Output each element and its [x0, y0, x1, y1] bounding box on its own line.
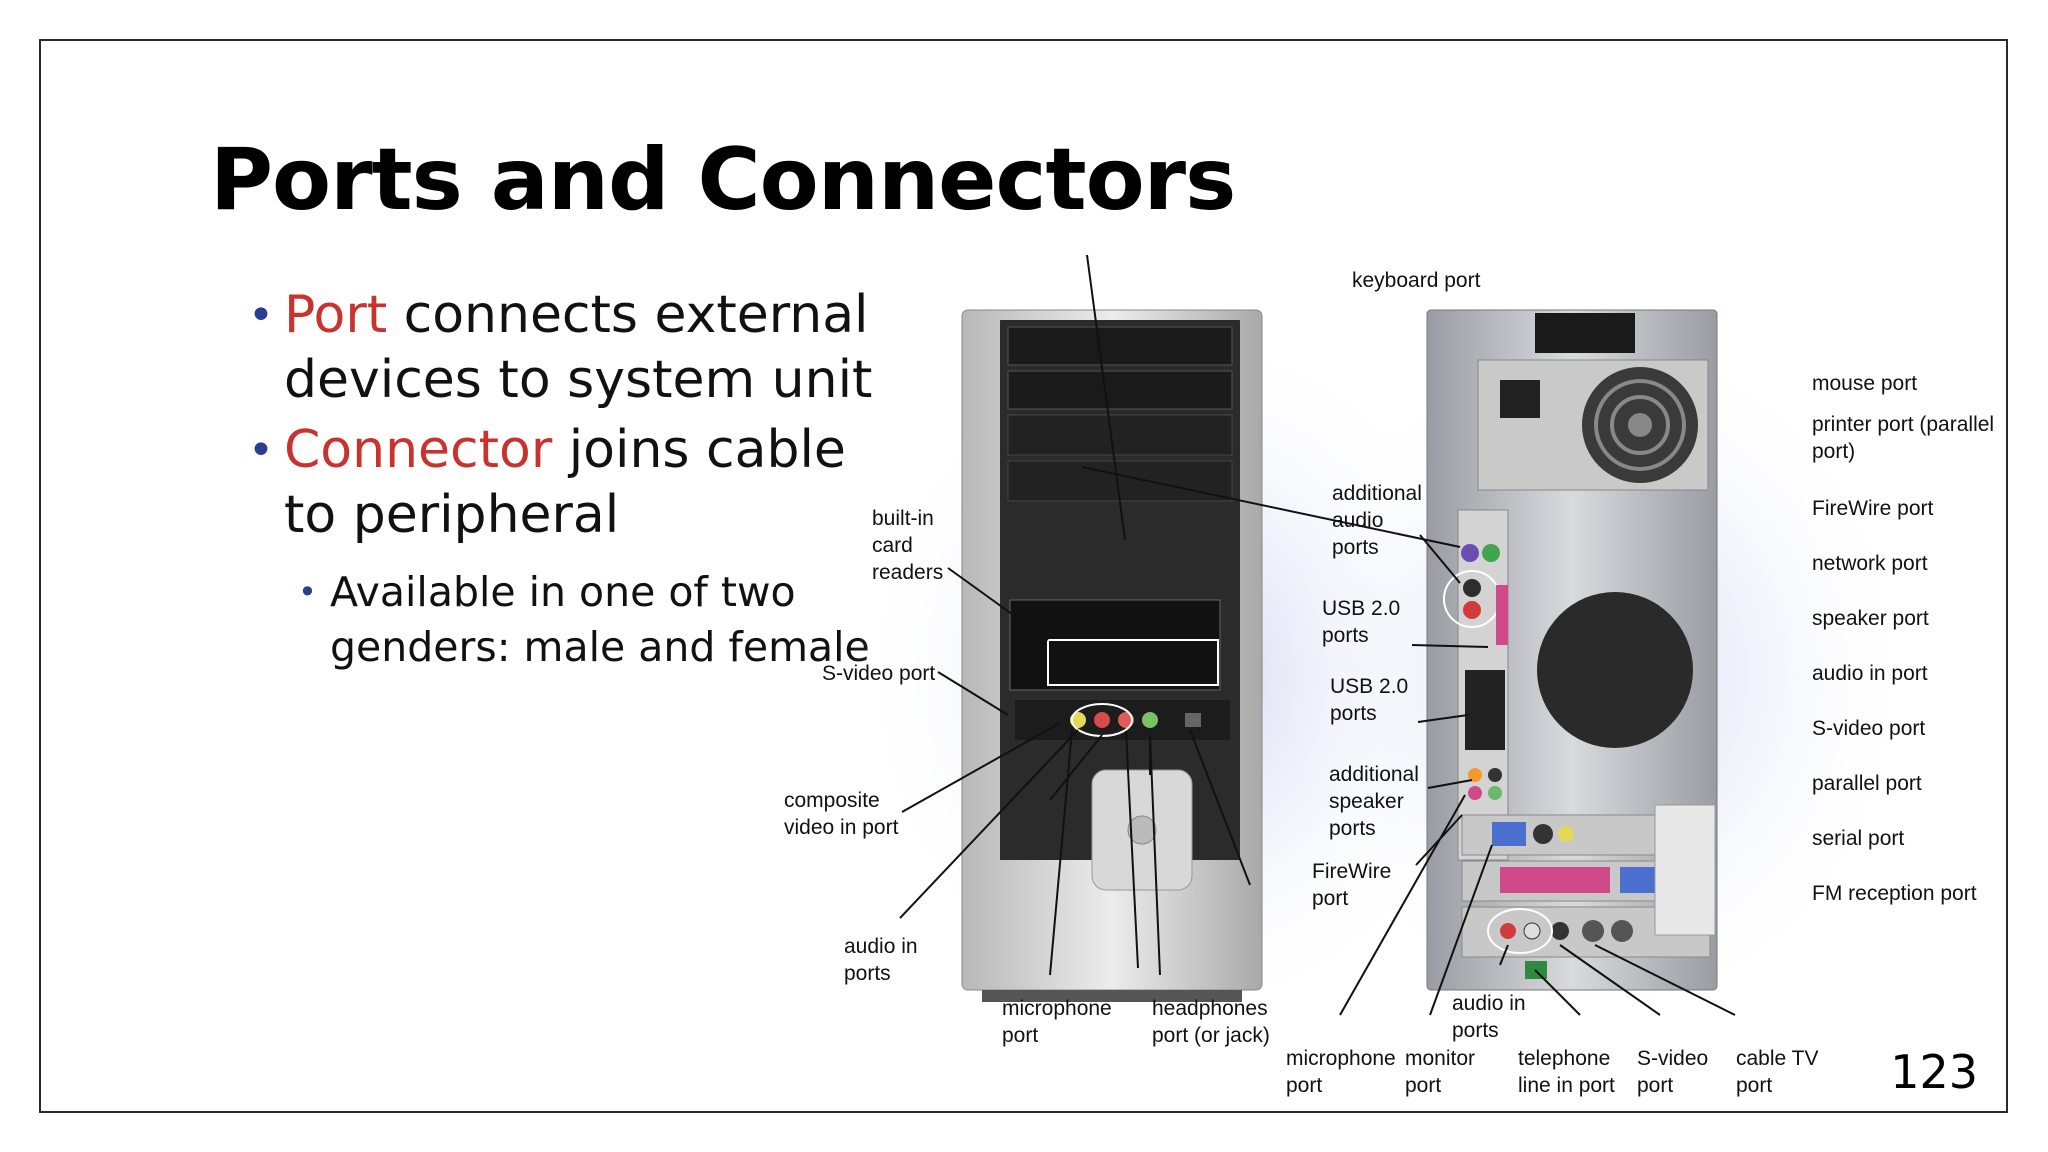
label-additional-speaker: additional speaker ports	[1329, 763, 1419, 840]
label-headphones: headphones port (or jack)	[1152, 997, 1270, 1047]
label-cable-tv: cable TV port	[1736, 1047, 1819, 1097]
label-usb-top: USB 2.0 ports	[1322, 597, 1401, 647]
front-leader-lines	[899, 567, 1251, 976]
label-usb-rear: USB 2.0 ports	[1330, 675, 1409, 725]
label-keyboard: keyboard port	[1352, 269, 1481, 292]
sub-bullet-text: Available in one of two genders: male an…	[330, 568, 870, 671]
label-audio-in-front: audio in ports	[844, 935, 918, 985]
label-additional-audio: additional audio ports	[1332, 482, 1422, 559]
label-telephone: telephone line in port	[1518, 1047, 1615, 1097]
bullet-dot-icon: •	[248, 425, 274, 476]
label-parallel: parallel port	[1812, 772, 1922, 795]
label-firewire-rear: FireWire port	[1812, 497, 1934, 520]
bullet-text: joins cable to peripheral	[284, 420, 846, 545]
label-monitor: monitor port	[1405, 1047, 1476, 1097]
rear-leader-lines	[1081, 255, 1736, 1016]
bullet-dot-icon: •	[248, 290, 274, 341]
bullet-dot-icon: •	[298, 573, 317, 611]
bullet-text: connects external devices to system unit	[284, 285, 873, 410]
sub-bullet-genders: • Available in one of two genders: male …	[298, 565, 870, 675]
label-fm-reception: FM reception port	[1812, 882, 1977, 905]
label-speaker: speaker port	[1812, 607, 1929, 630]
term-connector: Connector	[284, 420, 553, 480]
label-svideo-front: S-video port	[822, 662, 936, 685]
label-serial: serial port	[1812, 827, 1905, 850]
rear-tower	[1426, 309, 1718, 991]
computer-ports-figure: built-in card readers S-video port compo…	[760, 255, 2000, 1100]
label-composite-video: composite video in port	[784, 789, 899, 839]
label-network: network port	[1812, 552, 1928, 575]
label-svideo-bottom: S-video port	[1637, 1047, 1709, 1097]
label-microphone-front: microphone port	[1002, 997, 1112, 1047]
label-mouse: mouse port	[1812, 372, 1918, 395]
computer-ports-illustration	[850, 255, 1920, 1035]
label-microphone-rear: microphone port	[1286, 1047, 1396, 1097]
label-printer: printer port (parallel port)	[1812, 413, 1995, 463]
label-firewire-front: FireWire port	[1312, 860, 1392, 910]
slide-title: Ports and Connectors	[210, 130, 1236, 230]
front-tower	[961, 309, 1263, 1002]
label-audio-in-rear: audio in port	[1812, 662, 1928, 685]
label-svideo-rear: S-video port	[1812, 717, 1926, 740]
term-port: Port	[284, 285, 388, 345]
label-card-readers: built-in card readers	[872, 507, 944, 584]
bullet-port: • Port connects external devices to syst…	[248, 283, 904, 413]
bullet-connector: • Connector joins cable to peripheral	[248, 418, 904, 548]
label-audio-in-ports-rear: audio in ports	[1452, 992, 1526, 1042]
page-number: 123	[1890, 1045, 1978, 1099]
